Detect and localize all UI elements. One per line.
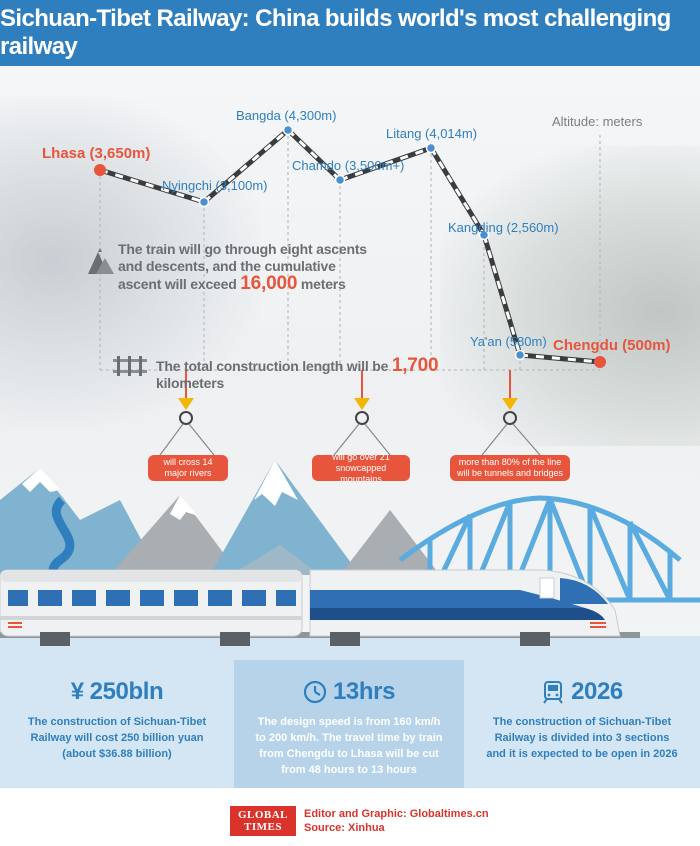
rail-segment-dash — [482, 234, 522, 356]
station-label-chengdu: Chengdu (500m) — [553, 337, 671, 354]
logo-line1: GLOBAL — [237, 809, 289, 821]
crane-hook-mountains — [333, 370, 391, 456]
ascent-note-text: The train will go through eight ascents … — [118, 241, 367, 292]
station-label-nyingchi: Nyingchi (3,100m) — [162, 178, 268, 193]
station-label-kangding: Kangding (2,560m) — [448, 220, 559, 235]
station-dot-nyingchi — [198, 196, 210, 208]
credits: Editor and Graphic: Globaltimes.cn Sourc… — [304, 807, 489, 835]
station-dot-chamdo — [334, 174, 346, 186]
stat-year-number: 2026 — [571, 678, 623, 705]
altitude-unit-label: Altitude: meters — [552, 114, 643, 129]
stat-time-desc: The design speed is from 160 km/h to 200… — [255, 716, 443, 776]
rail-segment-dash — [203, 128, 289, 204]
railway-track-icon — [113, 356, 147, 376]
page-title: Sichuan-Tibet Railway: China builds worl… — [0, 0, 700, 66]
length-note: The total construction length will be 1,… — [156, 355, 486, 392]
station-dot-lhasa — [94, 164, 106, 176]
stat-year-value: 2026 — [464, 678, 700, 706]
crane-hook-rivers — [159, 370, 215, 456]
station-label-bangda: Bangda (4,300m) — [236, 108, 336, 123]
length-number: 1,700 — [391, 355, 439, 376]
rail-segment-dash — [99, 168, 205, 204]
crane-hook-tunnels — [481, 370, 541, 456]
elevation-profile: Lhasa (3,650m) Nyingchi (3,100m) Bangda … — [42, 108, 671, 456]
global-times-logo: GLOBAL TIMES — [230, 806, 296, 836]
yuan-icon: ¥ — [70, 678, 84, 705]
illustration-scene — [0, 460, 700, 660]
train-car-rear — [0, 569, 303, 646]
train-car-front — [309, 569, 621, 646]
station-label-litang: Litang (4,014m) — [386, 126, 477, 141]
railway-line — [97, 127, 603, 365]
station-dot-yaan — [514, 349, 526, 361]
station-label-yaan: Ya'an (580m) — [470, 334, 547, 349]
length-note-unit: kilometers — [156, 375, 225, 391]
stat-cost: ¥250bln The construction of Sichuan-Tibe… — [0, 660, 234, 788]
station-dot-bangda — [282, 124, 294, 136]
rail-segment-dash — [429, 147, 486, 236]
footer — [0, 788, 700, 846]
ascent-number: 16,000 — [240, 273, 298, 294]
mountains-illustration — [0, 460, 440, 575]
stat-cost-desc: The construction of Sichuan-Tibet Railwa… — [27, 716, 207, 760]
ascent-note-unit: meters — [297, 276, 346, 292]
tag-rivers: will cross 14 major rivers — [148, 455, 228, 481]
guide-lines — [99, 130, 601, 371]
rail-segment-dash — [286, 128, 342, 182]
station-dot-kangding — [478, 229, 490, 241]
station-dot-chengdu — [594, 356, 606, 368]
stats-row: ¥250bln The construction of Sichuan-Tibe… — [0, 660, 700, 788]
stat-cost-value: ¥250bln — [0, 678, 234, 706]
stat-time-value: 13hrs — [234, 678, 464, 706]
source-credit: Source: Xinhua — [304, 822, 385, 834]
station-label-lhasa: Lhasa (3,650m) — [42, 145, 150, 162]
rail-segment-dash — [339, 146, 432, 182]
clock-icon — [303, 680, 327, 704]
tag-tunnels: more than 80% of the line will be tunnel… — [450, 455, 570, 481]
ascent-note: The train will go through eight ascents … — [118, 241, 368, 293]
length-note-text: The total construction length will be — [156, 358, 392, 374]
stat-time-number: 13hrs — [332, 678, 396, 705]
construction-photo-right — [440, 146, 700, 446]
stat-cost-number: 250bln — [89, 678, 164, 705]
stat-time: 13hrs The design speed is from 160 km/h … — [234, 660, 464, 788]
train-icon — [543, 681, 563, 704]
tag-mountains: will go over 21 snowcapped mountains — [312, 452, 410, 484]
stat-year: 2026 The construction of Sichuan-Tibet R… — [464, 660, 700, 788]
stat-year-desc: The construction of Sichuan-Tibet Railwa… — [486, 716, 678, 760]
station-label-chamdo: Chamdo (3,500m+) — [292, 158, 404, 173]
rail-segment-dash — [519, 353, 601, 364]
station-dot-litang — [425, 142, 437, 154]
logo-line2: TIMES — [244, 821, 282, 833]
mountain-icon — [88, 248, 114, 274]
editor-credit: Editor and Graphic: Globaltimes.cn — [304, 808, 489, 820]
